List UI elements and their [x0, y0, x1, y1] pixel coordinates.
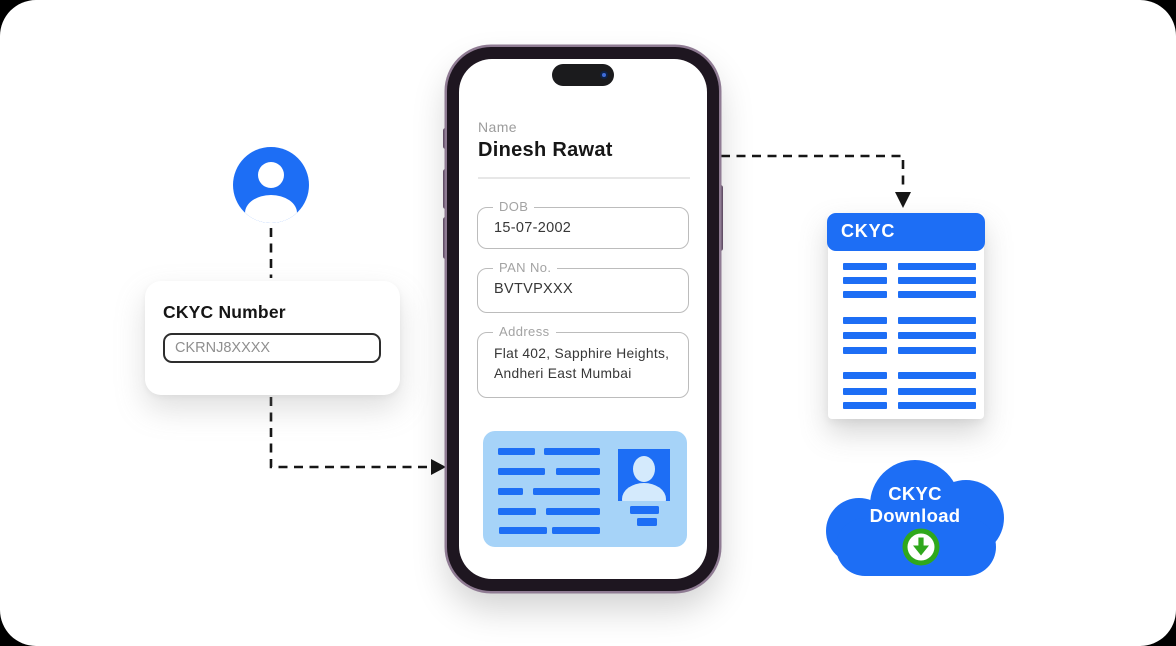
download-icon[interactable] [902, 528, 940, 566]
divider [478, 177, 690, 179]
cloud-label-line1: CKYC [888, 483, 942, 504]
phone-mute-button [443, 128, 448, 149]
arrowhead-right [431, 459, 446, 475]
placeholder-bar [498, 488, 523, 495]
address-label: Address [493, 324, 556, 339]
placeholder-bar [843, 263, 887, 270]
ckyc-number-card: CKYC Number [145, 281, 400, 395]
person-icon [233, 147, 309, 223]
placeholder-bar [544, 448, 600, 455]
dob-value: 15-07-2002 [494, 220, 572, 236]
placeholder-bar [843, 347, 887, 354]
arrowhead-down [895, 192, 911, 208]
placeholder-bar [843, 372, 887, 379]
address-field[interactable]: Address Flat 402, Sapphire Heights, Andh… [477, 324, 689, 398]
placeholder-bar [898, 291, 976, 298]
phone-frame: Name Dinesh Rawat DOB 15-07-2002 PAN No.… [447, 47, 719, 591]
id-card-illustration [483, 431, 687, 547]
placeholder-bar [552, 527, 600, 534]
camera-icon [600, 71, 608, 79]
phone-power-button [718, 185, 723, 251]
pan-value: BVTVPXXX [494, 281, 573, 297]
pan-label: PAN No. [493, 260, 558, 275]
pan-field[interactable]: PAN No. BVTVPXXX [477, 260, 689, 313]
placeholder-bar [843, 388, 887, 395]
cloud-label-line2: Download [869, 504, 961, 526]
placeholder-bar [898, 277, 976, 284]
placeholder-bar [898, 332, 976, 339]
cloud-label: CKYC Download [826, 483, 1004, 526]
address-value: Flat 402, Sapphire Heights, Andheri East… [494, 346, 670, 381]
placeholder-bar [898, 347, 976, 354]
ckyc-number-title: CKYC Number [163, 302, 286, 322]
ckyc-number-input[interactable] [163, 333, 381, 363]
dob-field[interactable]: DOB 15-07-2002 [477, 199, 689, 249]
placeholder-bar [843, 402, 887, 409]
placeholder-bar [843, 332, 887, 339]
placeholder-bar [843, 291, 887, 298]
id-photo-icon [618, 449, 670, 501]
placeholder-bar [499, 527, 547, 534]
name-label: Name [478, 119, 517, 135]
name-value: Dinesh Rawat [478, 139, 613, 161]
dynamic-island [552, 64, 614, 86]
placeholder-bar [898, 372, 976, 379]
placeholder-bar [546, 508, 600, 515]
phone-screen: Name Dinesh Rawat DOB 15-07-2002 PAN No.… [459, 59, 707, 579]
placeholder-bar [898, 402, 976, 409]
placeholder-bar [898, 317, 976, 324]
ckyc-document-title: CKYC [841, 221, 896, 241]
placeholder-bar [498, 508, 536, 515]
placeholder-bar [498, 468, 545, 475]
placeholder-bar [556, 468, 600, 475]
placeholder-bar [898, 263, 976, 270]
placeholder-bar [533, 488, 600, 495]
phone-volume-down-button [443, 217, 448, 259]
ckyc-document-header: CKYC [827, 213, 985, 251]
placeholder-bar [898, 388, 976, 395]
placeholder-bar [630, 506, 659, 514]
ckyc-download-cloud[interactable]: CKYC Download [826, 460, 1004, 578]
dob-label: DOB [493, 199, 535, 214]
placeholder-bar [637, 518, 657, 526]
placeholder-bar [843, 277, 887, 284]
ckyc-document: CKYC [827, 213, 985, 419]
placeholder-bar [498, 448, 535, 455]
placeholder-bar [843, 317, 887, 324]
phone-mockup: Name Dinesh Rawat DOB 15-07-2002 PAN No.… [443, 47, 723, 591]
phone-volume-up-button [443, 169, 448, 209]
